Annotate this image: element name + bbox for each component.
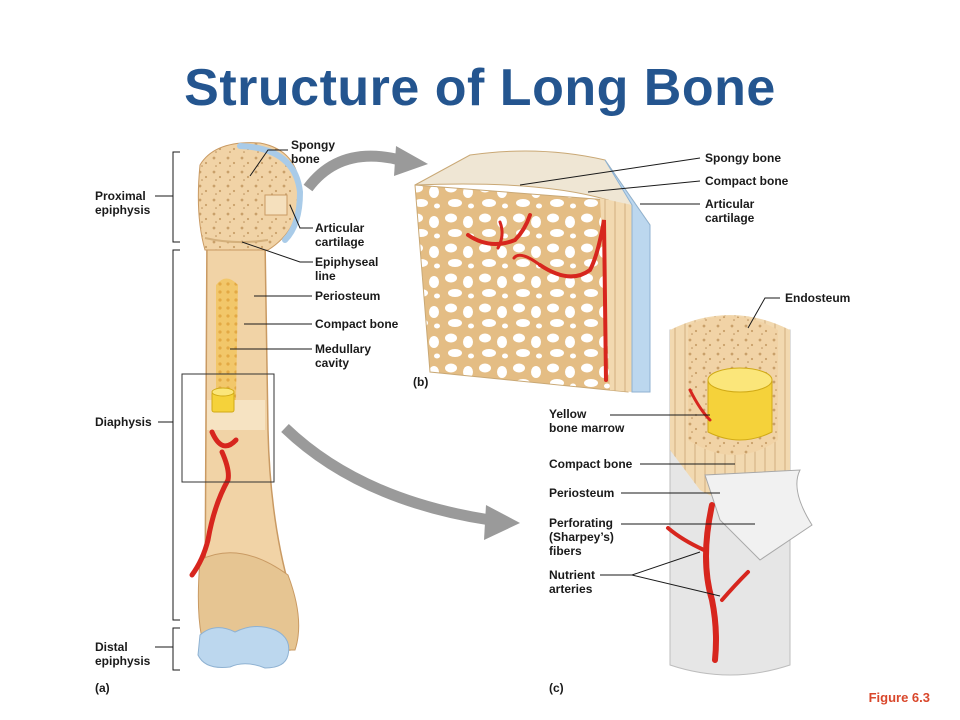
panel-b-block xyxy=(414,150,651,393)
panel-a-leaders xyxy=(230,149,313,350)
label-distal-epiphysis: Distal xyxy=(95,640,128,654)
head-cutout xyxy=(264,194,288,216)
label-yellow-bone-marrow-2: bone marrow xyxy=(549,421,625,435)
panel-c-cylinder xyxy=(666,315,813,676)
panel-b-tag: (b) xyxy=(413,375,428,389)
label-diaphysis: Diaphysis xyxy=(95,415,152,429)
panel-a-bone xyxy=(181,142,304,669)
panel-c-leaders xyxy=(600,297,780,597)
block-b-cartilage xyxy=(604,159,651,393)
artery-b-3 xyxy=(538,219,608,382)
zoom-arrows xyxy=(281,146,520,540)
label-articular-cartilage-a-2: cartilage xyxy=(315,235,365,249)
label-epiphyseal-line-2: line xyxy=(315,269,336,283)
block-b-compact xyxy=(600,198,632,392)
medullary-cavity xyxy=(216,278,238,400)
panel-b-leaders xyxy=(519,157,701,205)
label-nutrient-arteries: Nutrient xyxy=(549,568,595,582)
artery-c-top xyxy=(688,388,712,422)
label-perforating-fibers-2: (Sharpey’s) xyxy=(549,530,614,544)
arrow-to-c xyxy=(281,424,491,526)
page-title: Structure of Long Bone xyxy=(184,59,776,117)
label-periosteum-a: Periosteum xyxy=(315,289,380,303)
label-spongy-bone-a: Spongy xyxy=(291,138,335,152)
label-spongy-bone-b: Spongy bone xyxy=(705,151,781,165)
label-proximal-epiphysis-2: epiphysis xyxy=(95,203,151,217)
label-perforating-fibers-3: fibers xyxy=(549,544,582,558)
artery-b-1 xyxy=(466,213,532,246)
label-spongy-bone-a-2: bone xyxy=(291,152,320,166)
label-distal-epiphysis-2: epiphysis xyxy=(95,654,151,668)
nutrient-artery-a xyxy=(189,429,239,578)
label-epiphyseal-line: Epiphyseal xyxy=(315,255,378,269)
bone-distal xyxy=(197,552,300,651)
brackets xyxy=(155,151,180,671)
label-perforating-fibers: Perforating xyxy=(549,516,613,530)
zoom-box xyxy=(181,373,275,483)
artery-c-branch xyxy=(666,526,706,552)
cylinder-c-marrow xyxy=(707,379,773,441)
label-articular-cartilage-b: Articular xyxy=(705,197,755,211)
label-proximal-epiphysis: Proximal xyxy=(95,189,146,203)
articular-cartilage-cap xyxy=(237,143,304,243)
label-nutrient-arteries-2: arteries xyxy=(549,582,593,596)
label-medullary-cavity-2: cavity xyxy=(315,356,349,370)
label-articular-cartilage-a: Articular xyxy=(315,221,365,235)
label-compact-bone-c: Compact bone xyxy=(549,457,633,471)
label-yellow-bone-marrow: Yellow xyxy=(549,407,587,421)
artery-c-main xyxy=(703,502,719,663)
figure-reference: Figure 6.3 xyxy=(868,690,930,705)
panel-c-tag: (c) xyxy=(549,681,564,695)
label-medullary-cavity: Medullary xyxy=(315,342,371,356)
label-articular-cartilage-b-2: cartilage xyxy=(705,211,755,225)
panel-a-tag: (a) xyxy=(95,681,110,695)
epiphyseal-line xyxy=(204,237,269,244)
distal-cartilage xyxy=(197,626,290,669)
arrow-to-b xyxy=(303,150,402,192)
label-compact-bone-a: Compact bone xyxy=(315,317,399,331)
artery-c-branch-2 xyxy=(720,570,750,602)
label-endosteum: Endosteum xyxy=(785,291,850,305)
artery-b-2 xyxy=(496,220,504,250)
block-b-front xyxy=(414,184,629,393)
artery-b-4 xyxy=(512,253,542,267)
label-periosteum-c: Periosteum xyxy=(549,486,614,500)
marrow-top xyxy=(707,367,773,393)
label-compact-bone-b: Compact bone xyxy=(705,174,789,188)
panel-a-labels: Spongy bone Proximal epiphysis Articular… xyxy=(95,138,399,695)
panel-b-labels: Spongy bone Compact bone Articular carti… xyxy=(413,151,789,389)
periosteum-flap xyxy=(704,469,813,561)
panel-c-labels: Endosteum Yellow bone marrow Compact bon… xyxy=(549,291,850,695)
